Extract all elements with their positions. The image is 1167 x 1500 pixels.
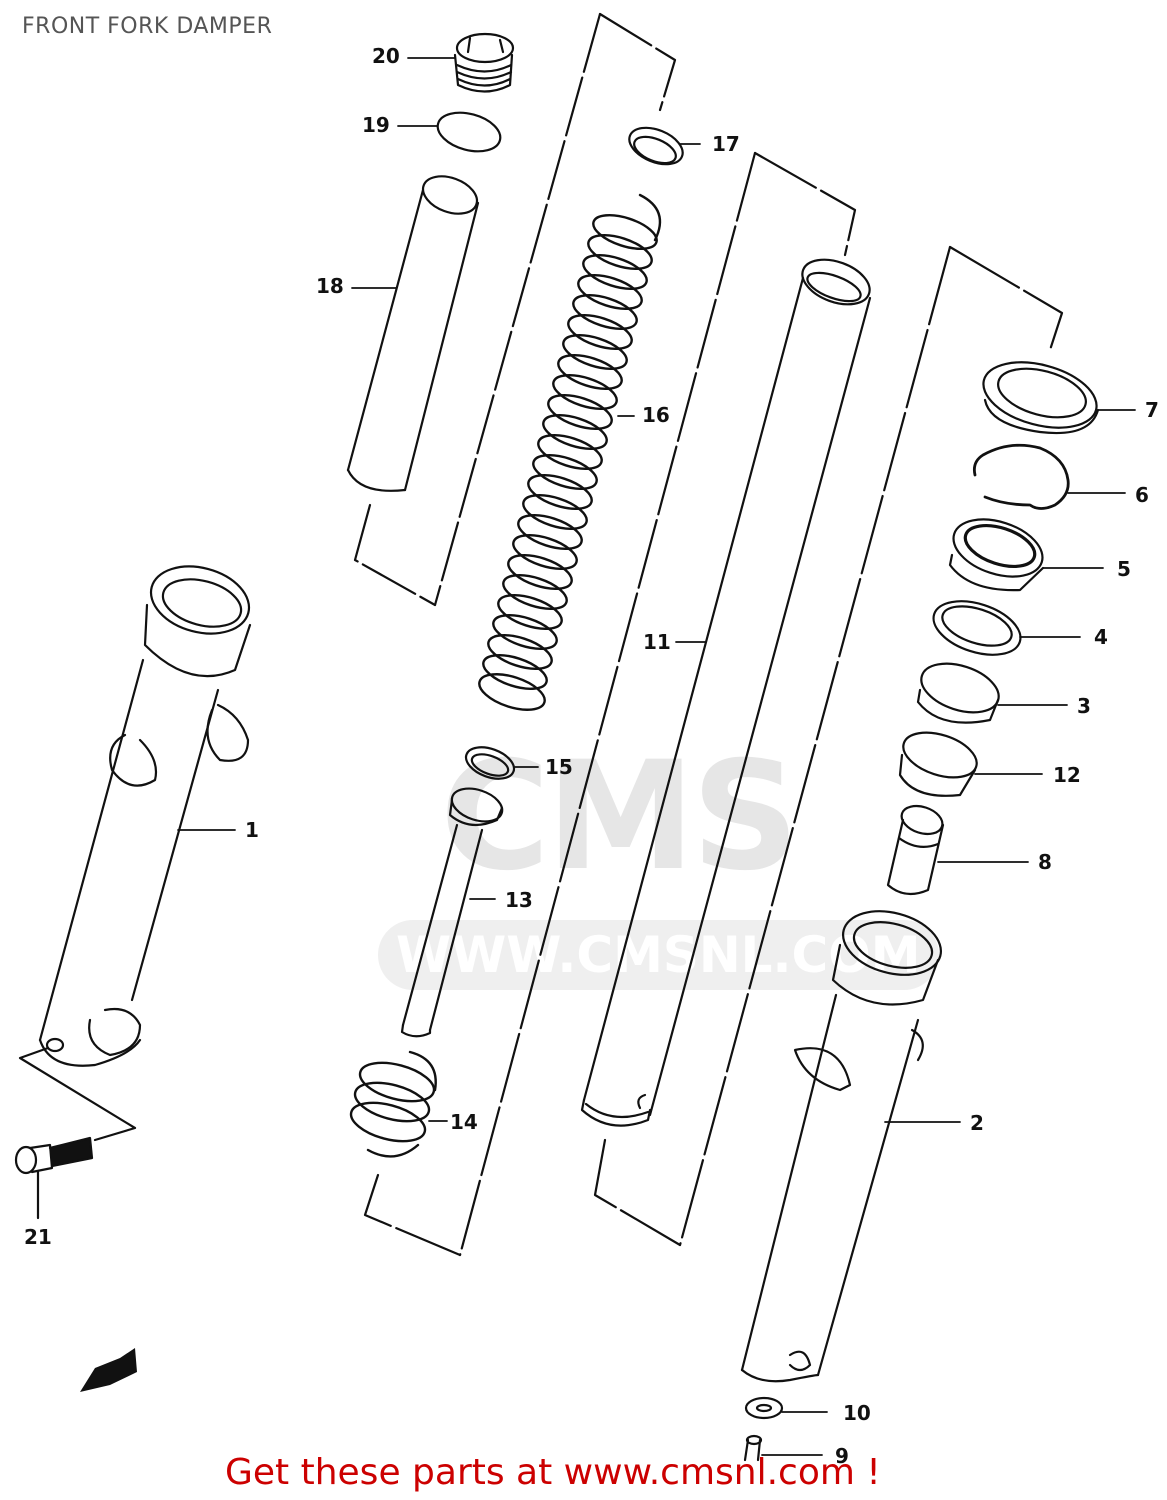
callout-6: 6 — [1135, 483, 1149, 507]
leader-lines — [177, 57, 1136, 1456]
callout-12: 12 — [1053, 763, 1081, 787]
bolt-21 — [14, 1046, 137, 1220]
callout-1: 1 — [245, 818, 259, 842]
direction-arrow-icon — [80, 1348, 137, 1392]
outer-tube-right-2 — [740, 910, 943, 1383]
fork-spring-16 — [478, 193, 662, 711]
spacer-18 — [346, 175, 480, 492]
o-ring-19 — [436, 111, 502, 153]
oil-seal-5 — [948, 518, 1045, 592]
callout-21: 21 — [24, 1225, 52, 1249]
ring-3 — [916, 662, 1000, 724]
callout-18: 18 — [316, 274, 344, 298]
callout-2: 2 — [970, 1111, 984, 1135]
callout-16: 16 — [642, 403, 670, 427]
diagram-title: FRONT FORK DAMPER — [22, 14, 273, 39]
callout-7: 7 — [1145, 398, 1159, 422]
rebound-spring-14 — [349, 1050, 437, 1158]
group-outline-right — [593, 245, 1064, 1247]
callout-13: 13 — [505, 888, 533, 912]
callout-4: 4 — [1094, 625, 1108, 649]
callout-5: 5 — [1117, 557, 1131, 581]
drain-bolt-9 — [743, 1434, 763, 1462]
cap-bolt-20 — [453, 32, 515, 93]
callout-14: 14 — [450, 1110, 478, 1134]
group-outline-left — [353, 12, 677, 607]
gasket-10 — [744, 1396, 784, 1420]
stopper-ring-6 — [972, 443, 1070, 510]
bushing-12 — [898, 731, 978, 797]
callout-17: 17 — [712, 132, 740, 156]
callout-3: 3 — [1077, 694, 1091, 718]
oil-lock-piece-8 — [886, 804, 945, 896]
cmsnl-link[interactable]: Get these parts at www.cmsnl.com ! — [225, 1452, 881, 1493]
inner-tube-11 — [580, 258, 872, 1127]
callout-10: 10 — [843, 1401, 871, 1425]
outer-tube-left-1 — [38, 565, 252, 1067]
group-outline-middle — [363, 151, 857, 1257]
damper-rod-13 — [400, 787, 504, 1038]
callout-19: 19 — [362, 113, 390, 137]
ring-4 — [932, 600, 1022, 656]
ring-15 — [464, 746, 516, 780]
dust-seal-7 — [982, 361, 1100, 435]
callout-9: 9 — [835, 1444, 849, 1468]
callout-15: 15 — [545, 755, 573, 779]
callout-8: 8 — [1038, 850, 1052, 874]
spacer-ring-17 — [628, 126, 684, 166]
callout-20: 20 — [372, 44, 400, 68]
callout-11: 11 — [643, 630, 671, 654]
